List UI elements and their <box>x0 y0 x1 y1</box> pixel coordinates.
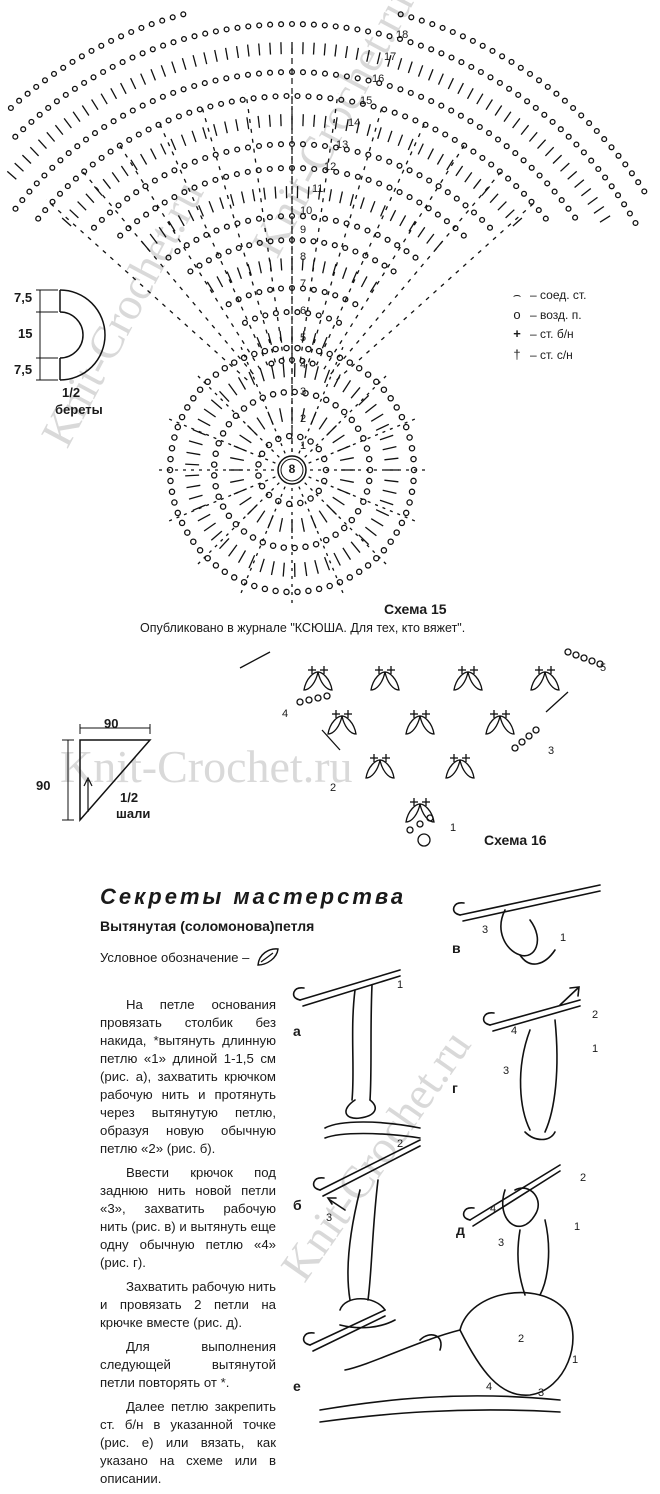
scheme-15-row-number: 18 <box>396 29 408 41</box>
legend-double-crochet: † – ст. с/н <box>510 347 573 362</box>
hook-g <box>484 1000 580 1031</box>
scheme-15-row-number: 16 <box>372 73 384 85</box>
figure-b-label-2: 2 <box>397 1138 403 1150</box>
shawl-dim-top: 90 <box>104 716 118 731</box>
scheme-15-row-number: 5 <box>300 332 306 344</box>
figure-g-label-1: 1 <box>592 1043 598 1055</box>
scheme-15-row-number: 9 <box>300 224 306 236</box>
legend-single-crochet: + – ст. б/н <box>510 326 574 341</box>
scheme-15-row-number: 14 <box>348 117 360 129</box>
scheme-16-title: Схема 16 <box>484 832 547 848</box>
scheme-15-row-number: 7 <box>300 278 306 290</box>
figure-d-label-2: 2 <box>580 1172 586 1184</box>
scheme-15-row-number: 11 <box>312 183 323 195</box>
scheme-15-row-number: 8 <box>300 251 306 263</box>
legend-chain-stitch: o – возд. п. <box>510 307 582 322</box>
legend-label: – ст. б/н <box>530 327 574 341</box>
scheme-15-row-number: 10 <box>300 205 312 217</box>
scheme-15-row-number: 3 <box>300 386 306 398</box>
hook-e <box>304 1310 385 1351</box>
figure-g-letter: г <box>452 1080 458 1096</box>
scheme-16-row-1: 1 <box>450 822 456 834</box>
chain-stitch-icon: o <box>510 307 524 322</box>
hook-a <box>294 970 400 1006</box>
slip-stitch-icon: ⌢ <box>510 287 524 303</box>
scheme-16-row-5: 5 <box>600 662 606 674</box>
legend-label: – соед. ст. <box>530 288 586 302</box>
figure-g-label-3: 3 <box>503 1065 509 1077</box>
scheme-15-row-number: 13 <box>336 139 348 151</box>
scheme-15-row-number: 1 <box>300 440 306 452</box>
figure-a-label-1: 1 <box>397 979 403 991</box>
shawl-caption-fraction: 1/2 <box>120 790 138 805</box>
hook-b <box>314 1140 420 1196</box>
hook-d <box>464 1165 560 1226</box>
beret-dim-bottom: 7,5 <box>14 362 32 377</box>
beret-caption-label: береты <box>55 402 103 417</box>
scheme-15-row-number: 4 <box>300 359 306 371</box>
scheme-15-row-number: 17 <box>384 51 396 63</box>
double-crochet-icon: † <box>510 347 524 362</box>
figure-a-letter: а <box>293 1023 301 1039</box>
figure-v-label-3: 3 <box>482 924 488 936</box>
shawl-caption-label: шали <box>116 806 150 821</box>
shawl-half-diagram <box>40 720 160 840</box>
technique-figures <box>0 870 660 1470</box>
beret-dim-middle: 15 <box>18 326 32 341</box>
single-crochet-icon: + <box>510 326 524 341</box>
center-chain-number: 8 <box>284 462 300 476</box>
beret-dim-top: 7,5 <box>14 290 32 305</box>
figure-b-label-3: 3 <box>326 1212 332 1224</box>
scheme-16-row-2: 2 <box>330 782 336 794</box>
shawl-dim-side: 90 <box>36 778 50 793</box>
figure-d-label-3: 3 <box>498 1237 504 1249</box>
legend-slip-stitch: ⌢ – соед. ст. <box>510 287 586 303</box>
scheme-15-row-number: 12 <box>324 161 336 173</box>
scheme-15-row-number: 2 <box>300 413 306 425</box>
scheme-16-row-4: 4 <box>282 708 288 720</box>
figure-v-letter: в <box>452 940 461 956</box>
published-note: Опубликовано в журнале "КСЮША. Для тех, … <box>140 621 465 635</box>
figure-d-letter: д <box>456 1222 465 1238</box>
figure-e-label-4: 4 <box>486 1381 492 1393</box>
hook-v <box>454 885 600 921</box>
figure-e-label-1: 1 <box>572 1354 578 1366</box>
beret-caption-fraction: 1/2 <box>62 385 80 400</box>
figure-e-letter: е <box>293 1378 301 1394</box>
scheme-15-title: Схема 15 <box>384 601 447 617</box>
scheme-15-row-number: 6 <box>300 305 306 317</box>
scheme-16-row-3: 3 <box>548 745 554 757</box>
figure-d-label-4: 4 <box>490 1203 496 1215</box>
figure-g-label-4: 4 <box>511 1025 517 1037</box>
scheme-15-row-number: 15 <box>360 95 372 107</box>
legend-label: – ст. с/н <box>530 348 573 362</box>
figure-e-label-2: 2 <box>518 1333 524 1345</box>
figure-e-label-3: 3 <box>538 1387 544 1399</box>
figure-b-letter: б <box>293 1197 302 1213</box>
figure-v-label-1: 1 <box>560 932 566 944</box>
figure-g-label-2: 2 <box>592 1009 598 1021</box>
figure-d-label-1: 1 <box>574 1221 580 1233</box>
legend-label: – возд. п. <box>530 308 582 322</box>
